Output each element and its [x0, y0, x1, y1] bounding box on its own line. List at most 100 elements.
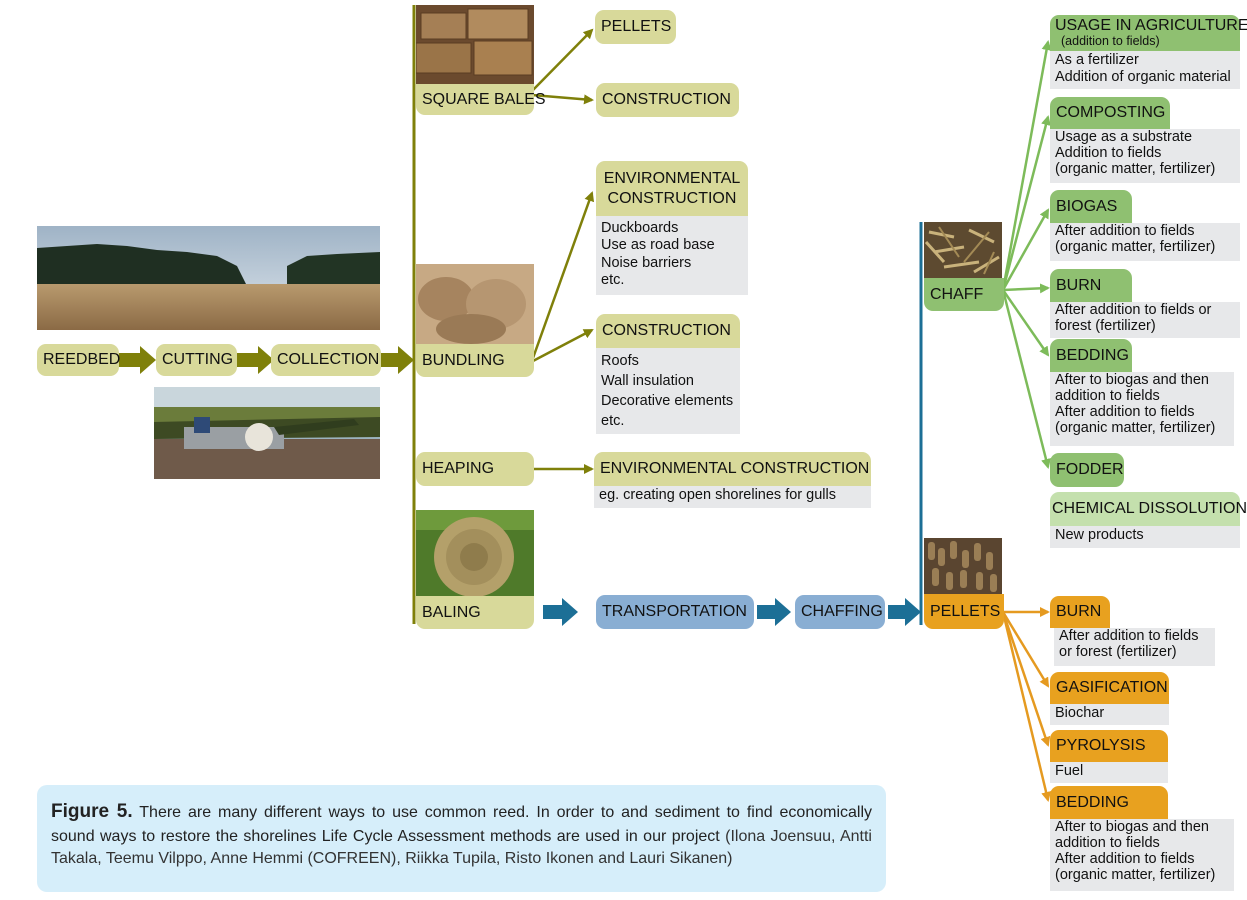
- figure-label: Figure 5.: [51, 801, 133, 822]
- composting-note: Usage as a substrate Addition to fields …: [1050, 129, 1240, 183]
- line-bundling-con: [532, 328, 594, 363]
- burn-pellets-item: After addition to fields: [1059, 628, 1199, 644]
- construction-use-box: CONSTRUCTION: [596, 83, 739, 117]
- agri-item: As a fertilizer: [1055, 52, 1139, 68]
- figure-caption: Figure 5. There are many different ways …: [37, 785, 886, 892]
- agriculture-note: As a fertilizer Addition of organic mate…: [1050, 51, 1240, 89]
- agriculture-title: USAGE IN AGRICULTURE: [1055, 17, 1247, 35]
- line-chaff-agri: [1001, 40, 1052, 291]
- con-item: etc.: [601, 413, 625, 429]
- bedding-pellets-item: (organic matter, fertilizer): [1055, 866, 1216, 883]
- collection-box: COLLECTION: [271, 344, 381, 376]
- con-item: Wall insulation: [601, 373, 694, 389]
- harvester-photo: [154, 387, 380, 479]
- arrow-chaffing-pellets: [888, 598, 921, 626]
- construction-roof-note: Roofs Wall insulation Decorative element…: [596, 348, 740, 434]
- heaping-env-note: eg. creating open shorelines for gulls: [594, 486, 871, 508]
- reedbed-photo: [37, 226, 380, 330]
- arrow-baling-transport: [543, 598, 578, 626]
- biogas-item: After addition to fields: [1055, 223, 1195, 239]
- chemical-note: New products: [1050, 526, 1240, 548]
- transportation-box: TRANSPORTATION: [596, 595, 754, 629]
- burn-chaff-item: forest (fertilizer): [1055, 317, 1156, 334]
- heaping-box: HEAPING: [416, 452, 534, 486]
- pellets-photo: [924, 538, 1002, 594]
- line-chaff-composting: [1001, 115, 1051, 291]
- bedding-chaff-item: (organic matter, fertilizer): [1055, 419, 1216, 436]
- line-bales-construction: [531, 93, 594, 105]
- fodder-box: FODDER: [1050, 453, 1124, 487]
- env-construction-box: ENVIRONMENTAL CONSTRUCTION: [596, 161, 748, 216]
- agriculture-subtitle: (addition to fields): [1061, 33, 1160, 48]
- bedding-chaff-item: addition to fields: [1055, 387, 1160, 404]
- env-construction-note: Duckboards Use as road base Noise barrie…: [596, 216, 748, 295]
- pellets-use-box: PELLETS: [595, 10, 676, 44]
- round-bale-photo: [416, 510, 534, 600]
- caption-authors: (Ilona Joensuu, Antti Takala, Teemu Vilp…: [51, 827, 872, 867]
- heaping-env-box: ENVIRONMENTAL CONSTRUCTION: [594, 452, 871, 486]
- chemical-box: CHEMICAL DISSOLUTION: [1050, 492, 1247, 526]
- reedbed-box: REEDBED: [37, 344, 120, 376]
- burn-pellets-item: or forest (fertilizer): [1059, 643, 1177, 660]
- line-chaff-biogas: [1001, 208, 1050, 291]
- line-bales-pellets: [531, 28, 594, 92]
- bedding-chaff-item: After addition to fields: [1055, 403, 1195, 420]
- bedding-chaff-item: After to biogas and then: [1055, 372, 1209, 388]
- line-bundling-env: [531, 191, 595, 359]
- pyrolysis-item: Fuel: [1055, 763, 1084, 779]
- burn-pellets-note: After addition to fields or forest (fert…: [1054, 628, 1215, 666]
- line-pellets-pyrolysis: [1001, 611, 1051, 747]
- cutting-box: CUTTING: [156, 344, 237, 376]
- burn-chaff-item: After addition to fields or: [1055, 302, 1212, 318]
- con-item: Roofs: [601, 353, 639, 369]
- caption-text: There are many different ways to use com…: [51, 804, 873, 845]
- arrow-reedbed-cutting: [118, 346, 156, 374]
- burn-pellets-box: BURN: [1050, 596, 1110, 628]
- line-pellets-gasification: [1001, 611, 1050, 688]
- burn-chaff-note: After addition to fields or forest (fert…: [1050, 302, 1240, 338]
- env-item: Duckboards: [601, 220, 679, 236]
- gasification-box: GASIFICATION: [1050, 672, 1169, 704]
- line-chaff-burn: [1002, 283, 1050, 294]
- composting-item: Usage as a substrate: [1055, 129, 1193, 145]
- bundling-photo: [416, 264, 534, 344]
- line-chaff-bedding: [1001, 289, 1050, 357]
- arrow-transport-chaffing: [757, 598, 791, 626]
- arrow-collection-spine: [380, 346, 414, 374]
- square-bales-box: SQUARE BALES: [416, 84, 546, 115]
- gasification-note: Biochar: [1050, 704, 1169, 725]
- biogas-box: BIOGAS: [1050, 190, 1132, 223]
- agriculture-box: USAGE IN AGRICULTURE (addition to fields…: [1050, 15, 1247, 51]
- chaff-photo: [924, 222, 1002, 280]
- env-item: Noise barriers: [601, 254, 692, 271]
- bedding-pellets-box: BEDDING: [1050, 786, 1168, 819]
- env-item: Use as road base: [601, 237, 715, 254]
- composting-box: COMPOSTING: [1050, 97, 1170, 129]
- pyrolysis-box: PYROLYSIS: [1050, 730, 1168, 762]
- bedding-pellets-note: After to biogas and then addition to fie…: [1050, 819, 1234, 891]
- square-bales-photo: [416, 5, 534, 85]
- chaffing-box: CHAFFING: [795, 595, 885, 629]
- agri-item: Addition of organic material: [1055, 69, 1231, 86]
- composting-item: Addition to fields: [1055, 144, 1162, 161]
- gasification-item: Biochar: [1055, 705, 1105, 721]
- env-construction-line2: CONSTRUCTION: [607, 189, 737, 207]
- baling-box: BALING: [416, 596, 534, 629]
- line-pellets-bedding: [1001, 611, 1052, 802]
- bedding-pellets-item: addition to fields: [1055, 834, 1160, 851]
- bundling-box: BUNDLING: [416, 344, 534, 377]
- biogas-note: After addition to fields (organic matter…: [1050, 223, 1240, 261]
- bedding-pellets-item: After to biogas and then: [1055, 819, 1209, 835]
- bedding-chaff-note: After to biogas and then addition to fie…: [1050, 372, 1234, 446]
- composting-item: (organic matter, fertilizer): [1055, 160, 1216, 177]
- bedding-pellets-item: After addition to fields: [1055, 850, 1195, 867]
- heaping-note-text: eg. creating open shorelines for gulls: [599, 487, 836, 503]
- burn-chaff-box: BURN: [1050, 269, 1132, 302]
- line-chaff-fodder: [1001, 289, 1051, 469]
- chemical-item: New products: [1055, 527, 1144, 543]
- env-construction-line1: ENVIRONMENTAL: [603, 169, 741, 187]
- bedding-chaff-box: BEDDING: [1050, 339, 1132, 372]
- env-item: etc.: [601, 272, 625, 289]
- con-item: Decorative elements: [601, 393, 734, 409]
